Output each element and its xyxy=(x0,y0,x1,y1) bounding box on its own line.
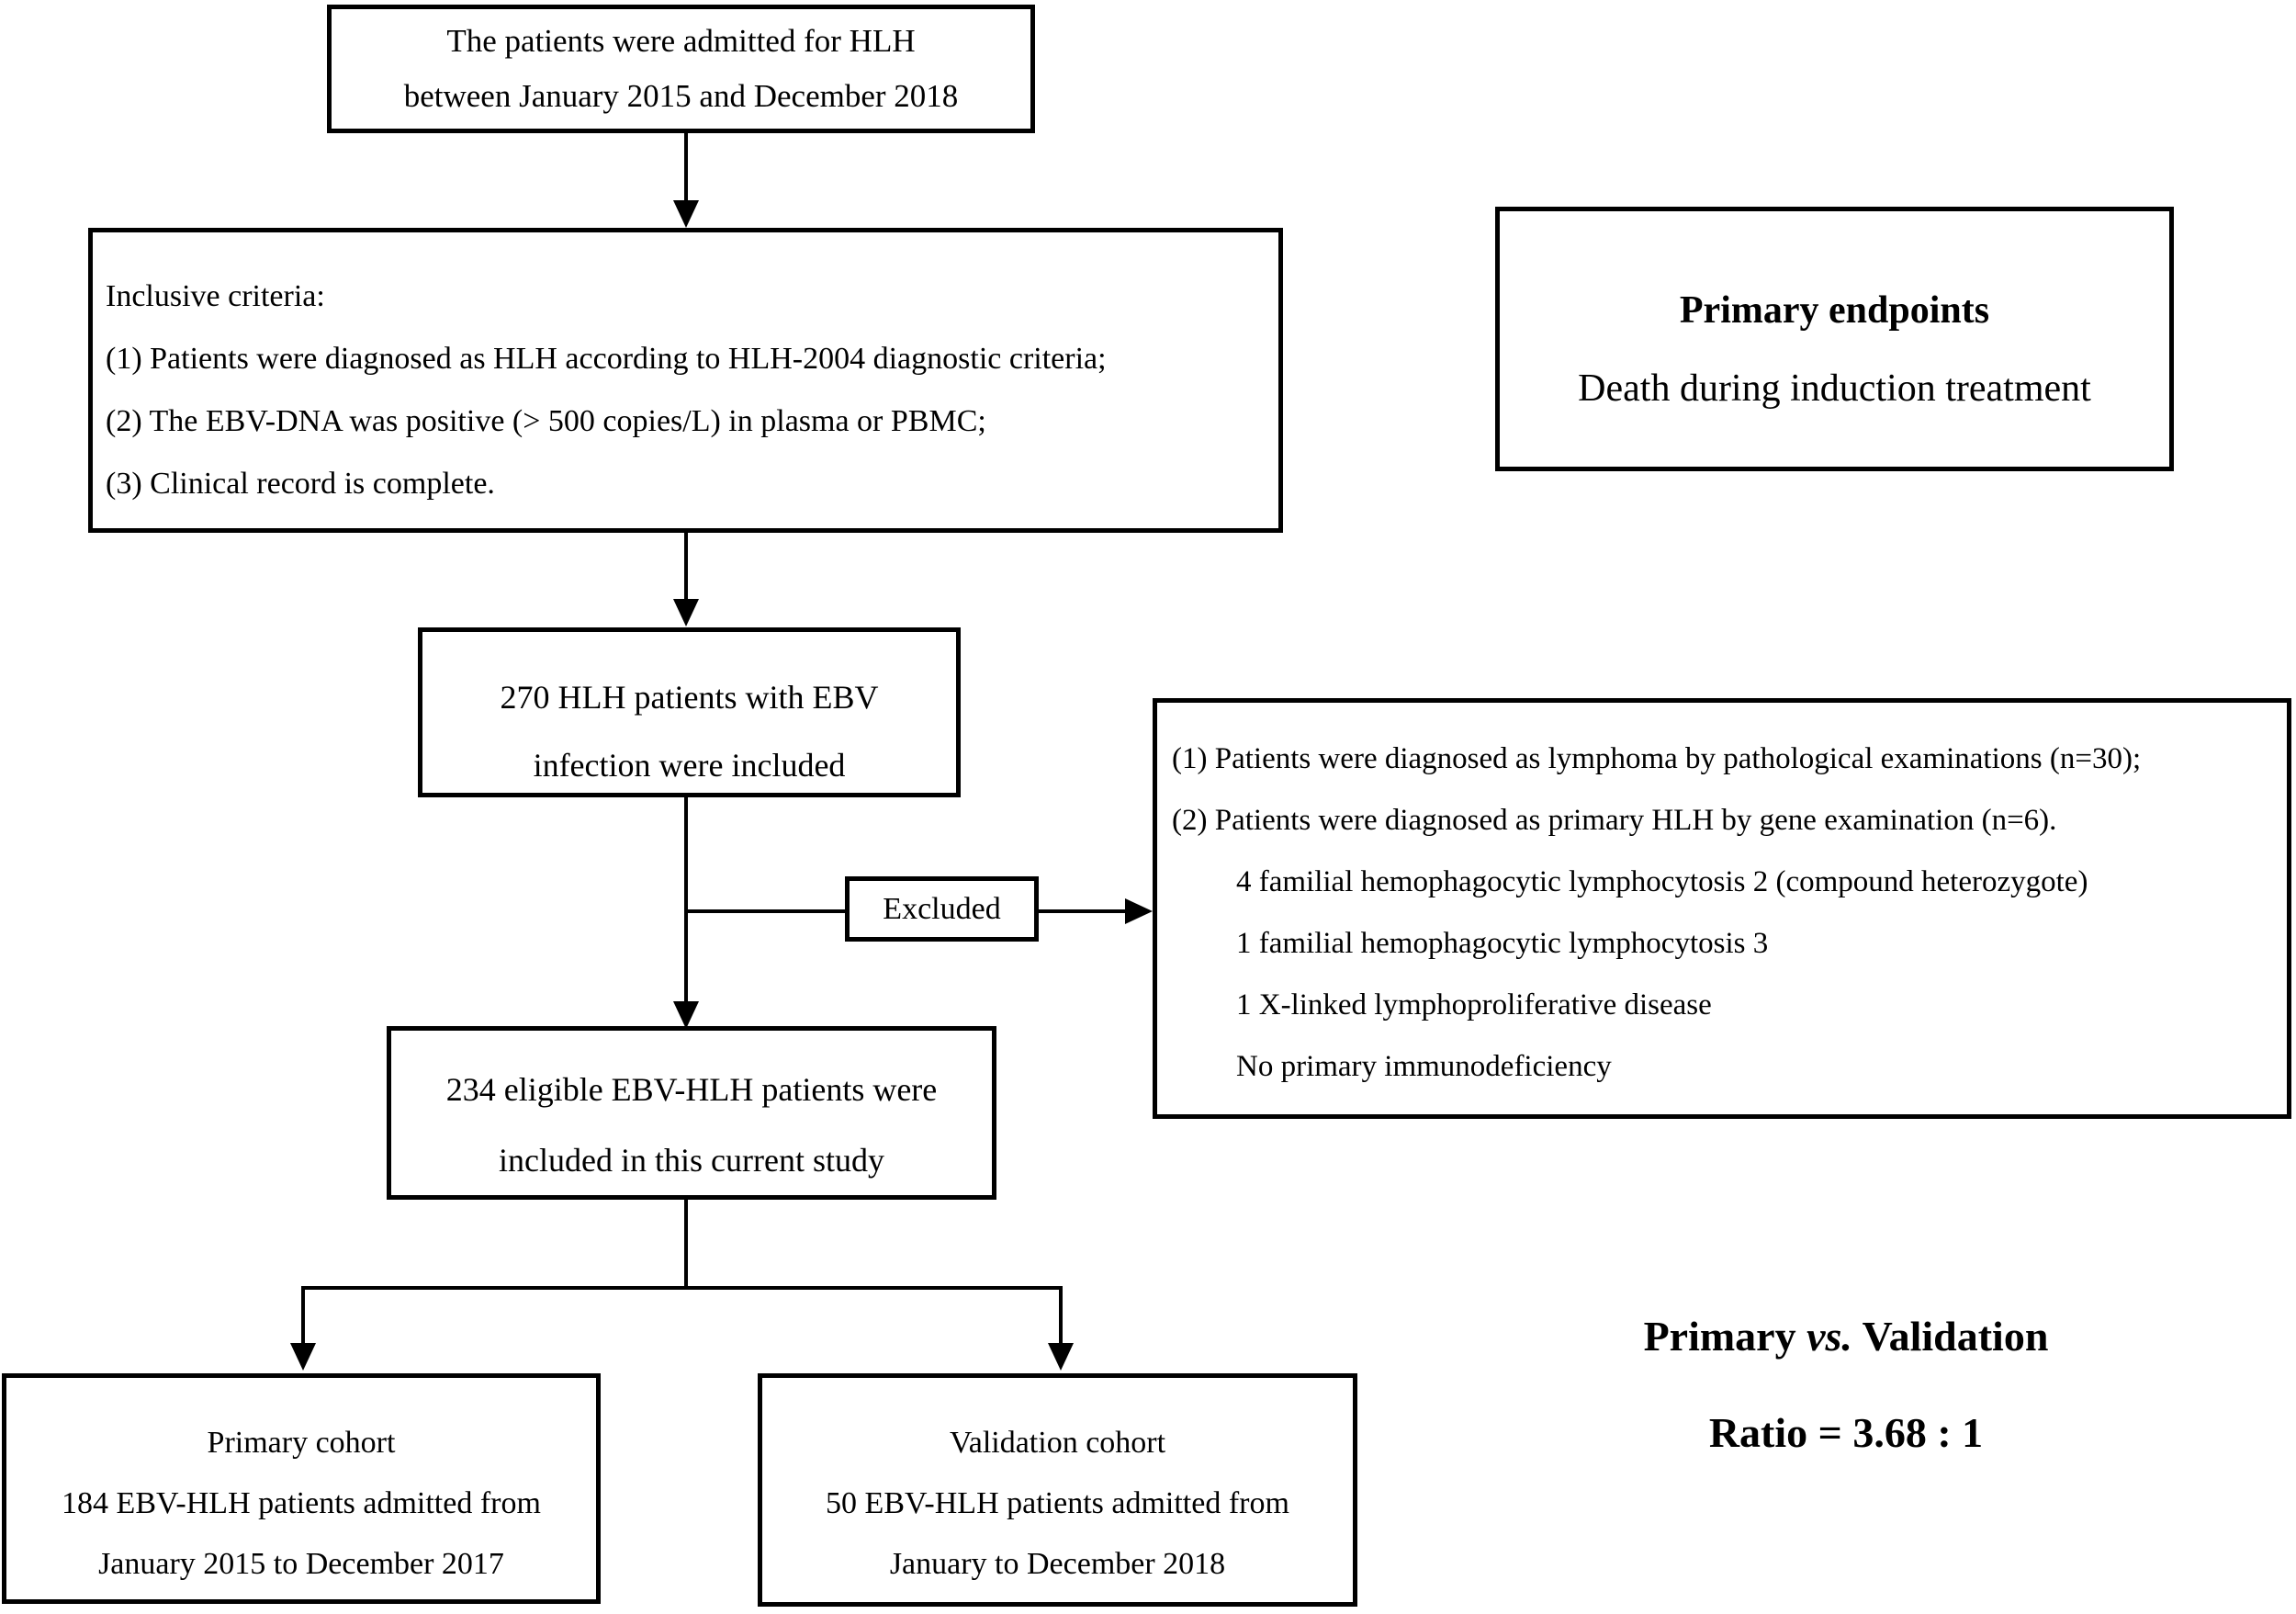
arrowhead-primary-cohort xyxy=(290,1343,316,1371)
eligible234-line2: included in this current study xyxy=(499,1142,884,1179)
validation-cohort-box: Validation cohort 50 EBV-HLH patients ad… xyxy=(758,1373,1357,1607)
validation-cohort-line2: 50 EBV-HLH patients admitted from xyxy=(826,1486,1289,1520)
ratio-vs: vs. xyxy=(1806,1313,1852,1360)
connector-inclusive-to-270 xyxy=(684,531,688,603)
primary-cohort-line2: 184 EBV-HLH patients admitted from xyxy=(62,1486,541,1520)
inclusive-item3: (3) Clinical record is complete. xyxy=(106,467,495,501)
eligible-234-box: 234 eligible EBV-HLH patients were inclu… xyxy=(387,1026,996,1200)
exclusion-criteria-box: (1) Patients were diagnosed as lymphoma … xyxy=(1153,698,2291,1119)
exclusion-sub2: 1 familial hemophagocytic lymphocytosis … xyxy=(1236,927,1769,960)
eligible234-line1: 234 eligible EBV-HLH patients were xyxy=(445,1071,938,1108)
connector-270-to-234 xyxy=(684,796,688,1005)
primary-endpoints-box: Primary endpoints Death during induction… xyxy=(1495,207,2174,471)
inclusive-item1: (1) Patients were diagnosed as HLH accor… xyxy=(106,342,1107,376)
inclusive-header: Inclusive criteria: xyxy=(106,279,325,313)
connector-admitted-to-inclusive xyxy=(684,132,688,204)
validation-cohort-line1: Validation cohort xyxy=(949,1426,1166,1460)
exclusion-sub1: 4 familial hemophagocytic lymphocytosis … xyxy=(1236,865,2088,898)
exclusion-item2: (2) Patients were diagnosed as primary H… xyxy=(1172,804,2057,837)
primary-cohort-line3: January 2015 to December 2017 xyxy=(98,1547,504,1581)
included270-line1: 270 HLH patients with EBV xyxy=(500,679,879,716)
inclusive-item2: (2) The EBV-DNA was positive (> 500 copi… xyxy=(106,404,986,438)
included270-line2: infection were included xyxy=(533,747,846,784)
arrowhead-exclusion xyxy=(1125,898,1153,924)
ratio-title: Primary vs. Validation xyxy=(1561,1312,2131,1360)
arrowhead-234 xyxy=(673,1001,699,1029)
endpoints-title: Primary endpoints xyxy=(1679,289,1990,332)
connector-branch xyxy=(301,1286,1063,1290)
excluded-box: Excluded xyxy=(845,876,1039,942)
ratio-value: Ratio = 3.68 : 1 xyxy=(1708,1409,1984,1456)
excluded-label: Excluded xyxy=(883,892,1001,926)
connector-234-down xyxy=(684,1198,688,1290)
exclusion-sub4: No primary immunodeficiency xyxy=(1236,1050,1612,1083)
ratio-primary: Primary xyxy=(1643,1313,1796,1360)
arrowhead-270 xyxy=(673,599,699,626)
connector-branch-left xyxy=(301,1286,305,1347)
inclusive-criteria-box: Inclusive criteria: (1) Patients were di… xyxy=(88,228,1283,533)
validation-cohort-line3: January to December 2018 xyxy=(889,1547,1226,1581)
admitted-line1: The patients were admitted for HLH xyxy=(446,23,916,59)
exclusion-sub3: 1 X-linked lymphoproliferative disease xyxy=(1236,988,1712,1021)
arrowhead-validation-cohort xyxy=(1048,1343,1074,1371)
connector-excluded-to-exclusion xyxy=(1039,909,1127,913)
ratio-annotation: Primary vs. Validation Ratio = 3.68 : 1 xyxy=(1561,1312,2131,1457)
ratio-validation: Validation xyxy=(1862,1313,2049,1360)
primary-cohort-box: Primary cohort 184 EBV-HLH patients admi… xyxy=(2,1373,601,1604)
connector-branch-right xyxy=(1059,1286,1063,1347)
endpoints-detail: Death during induction treatment xyxy=(1578,367,2091,410)
included-270-box: 270 HLH patients with EBV infection were… xyxy=(418,627,961,797)
primary-cohort-line1: Primary cohort xyxy=(207,1426,396,1460)
connector-to-excluded xyxy=(686,909,847,913)
arrowhead-inclusive xyxy=(673,200,699,228)
admitted-box: The patients were admitted for HLH betwe… xyxy=(327,5,1035,133)
exclusion-item1: (1) Patients were diagnosed as lymphoma … xyxy=(1172,742,2142,775)
admitted-line2: between January 2015 and December 2018 xyxy=(403,78,959,114)
